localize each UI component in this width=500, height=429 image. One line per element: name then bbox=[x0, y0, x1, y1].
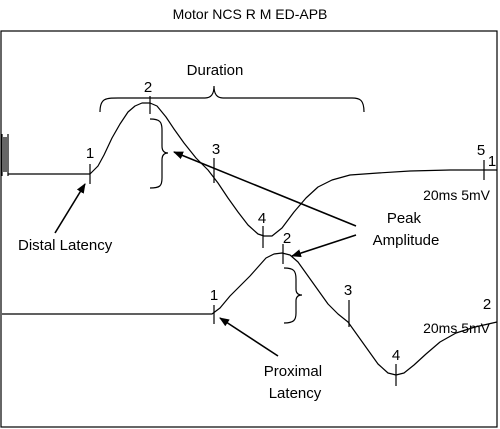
peak-arrow-lower bbox=[291, 234, 357, 257]
lower-channel-number: 2 bbox=[483, 296, 491, 313]
peak-amplitude-label: Peak Amplitude bbox=[373, 210, 440, 249]
proximal-label-line1: Proximal bbox=[264, 363, 322, 380]
lower-marker-3: 3 bbox=[344, 282, 352, 299]
lower-waveform bbox=[2, 252, 498, 376]
plot-frame bbox=[0, 30, 498, 428]
proximal-label-line2: Latency bbox=[269, 385, 322, 402]
lower-marker-4: 4 bbox=[392, 347, 400, 364]
distal-latency-arrow bbox=[54, 183, 86, 234]
lower-marker-2: 2 bbox=[283, 230, 291, 247]
duration-label: Duration bbox=[187, 62, 244, 79]
upper-waveform bbox=[8, 102, 497, 237]
figure-title: Motor NCS R M ED-APB bbox=[173, 6, 328, 22]
upper-amplitude-brace bbox=[149, 118, 169, 189]
lower-amplitude-brace bbox=[283, 267, 303, 324]
upper-marker-2: 2 bbox=[144, 79, 152, 96]
duration-brace bbox=[99, 85, 365, 113]
peak-label-line2: Amplitude bbox=[373, 232, 440, 249]
peak-label-line1: Peak bbox=[387, 210, 422, 227]
stimulus-artifact bbox=[1, 134, 9, 176]
upper-marker-1: 1 bbox=[86, 145, 94, 162]
lower-scale-label: 20ms 5mV bbox=[423, 320, 491, 336]
upper-channel-number: 1 bbox=[488, 153, 496, 170]
upper-marker-4: 4 bbox=[258, 210, 266, 227]
peak-arrow-upper bbox=[173, 151, 357, 227]
distal-latency-label: Distal Latency bbox=[18, 237, 113, 254]
proximal-latency-label: Proximal Latency bbox=[264, 363, 327, 402]
proximal-latency-arrow bbox=[219, 317, 279, 357]
upper-marker-3: 3 bbox=[212, 141, 220, 158]
upper-marker-5: 5 bbox=[477, 142, 485, 159]
lower-marker-1: 1 bbox=[210, 287, 218, 304]
upper-scale-label: 20ms 5mV bbox=[423, 187, 491, 203]
